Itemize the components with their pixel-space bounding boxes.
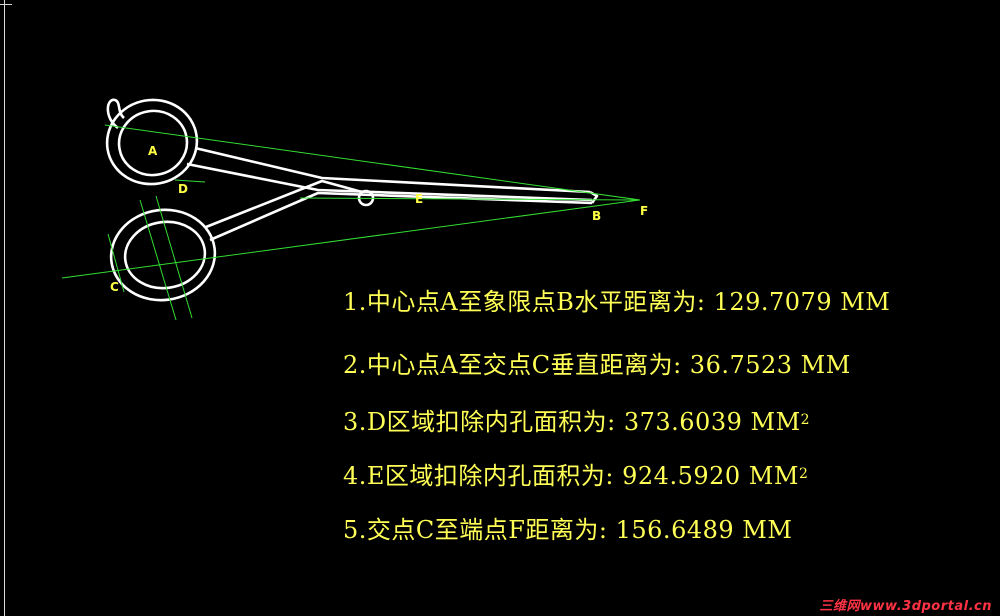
site-watermark: 三维网www.3dportal.cn xyxy=(819,599,992,614)
construction-line-upper xyxy=(104,124,641,201)
label-point-d: D xyxy=(178,182,188,196)
result-line-3: 3.D区域扣除内孔面积为: 373.6039 MM2 xyxy=(343,408,810,436)
label-point-e: E xyxy=(415,192,423,206)
result-line-2: 2.中心点A至交点C垂直距离为: 36.7523 MM xyxy=(343,351,851,379)
upper-ring-inner xyxy=(117,109,189,177)
lower-arm-inner xyxy=(205,179,363,229)
construction-line-v1 xyxy=(139,199,177,321)
upper-hook xyxy=(106,98,125,130)
result-line-4: 4.E区域扣除内孔面积为: 924.5920 MM2 xyxy=(343,462,808,490)
result-text-3: 3.D区域扣除内孔面积为: 373.6039 MM xyxy=(343,408,801,436)
construction-line-center xyxy=(299,197,641,201)
label-point-a: A xyxy=(148,144,158,158)
viewport-border-left xyxy=(4,0,5,616)
construction-line-lower xyxy=(61,199,641,279)
lower-ring-outer xyxy=(109,208,217,302)
result-text-4: 4.E区域扣除内孔面积为: 924.5920 MM xyxy=(343,462,799,490)
viewport-border-top xyxy=(0,4,12,5)
scissors-outline xyxy=(105,98,599,302)
result-text-2: 2.中心点A至交点C垂直距离为: 36.7523 MM xyxy=(343,351,851,379)
result-text-1: 1.中心点A至象限点B水平距离为: 129.7079 MM xyxy=(343,288,891,316)
upper-ring-outer xyxy=(105,98,199,186)
lower-ring-inner xyxy=(123,220,207,290)
superscript-squared: 2 xyxy=(800,412,811,428)
upper-arm xyxy=(194,146,591,194)
label-point-f: F xyxy=(640,204,648,218)
result-text-5: 5.交点C至端点F距离为: 156.6489 MM xyxy=(343,516,793,544)
construction-lines xyxy=(61,124,641,321)
superscript-squared: 2 xyxy=(798,466,809,482)
result-line-1: 1.中心点A至象限点B水平距离为: 129.7079 MM xyxy=(343,288,890,316)
label-point-c: C xyxy=(110,280,119,294)
upper-arm-inner xyxy=(186,162,593,202)
construction-line-v2 xyxy=(155,195,193,319)
label-point-b: B xyxy=(592,209,601,223)
construction-line-v3 xyxy=(107,233,125,293)
result-line-5: 5.交点C至端点F距离为: 156.6489 MM xyxy=(343,516,792,544)
lower-arm xyxy=(209,191,593,242)
construction-line-d xyxy=(174,179,206,183)
